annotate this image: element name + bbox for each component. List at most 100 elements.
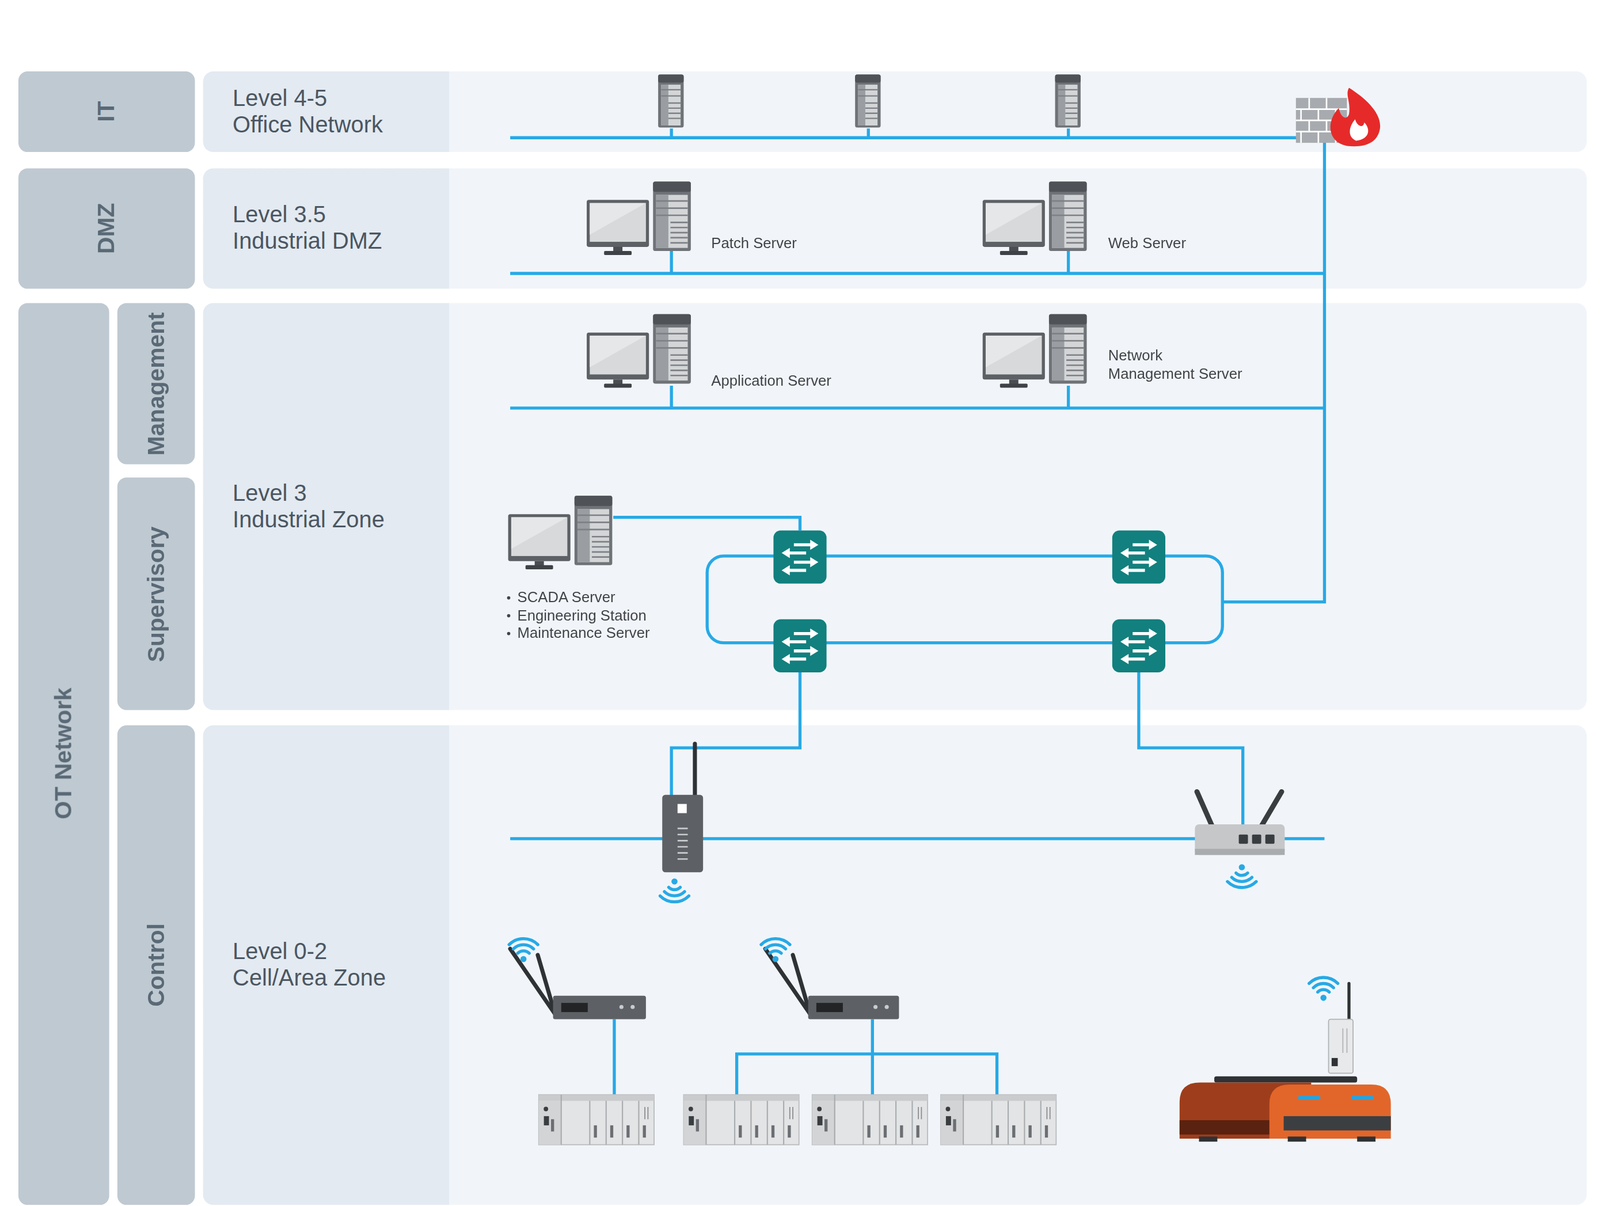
- zone-title: Control: [142, 923, 170, 1007]
- server-workstation: [586, 181, 691, 256]
- device-label: Application Server: [711, 372, 832, 391]
- bridge-led: [619, 1005, 624, 1010]
- device-label: Engineering Station: [517, 606, 647, 625]
- client-bridge: [765, 948, 899, 1020]
- wifi-symbol: [761, 939, 790, 963]
- zone-tab: Control: [117, 725, 196, 1206]
- access-point: [662, 741, 703, 873]
- level-title: Level 0-2 Cell/Area Zone: [232, 939, 390, 993]
- ap-vents: [677, 828, 689, 860]
- device-label: Maintenance Server: [517, 624, 651, 643]
- server-workstation: [982, 314, 1088, 389]
- device-label: SCADA Server: [517, 588, 616, 607]
- network-wires: [510, 128, 1325, 1097]
- device-label: Patch Server: [711, 234, 797, 253]
- office-bus: [510, 128, 1325, 138]
- ap-body: [662, 795, 703, 873]
- router-port: [1252, 834, 1262, 845]
- level-title: Level 4-5 Office Network: [232, 85, 390, 139]
- antenna: [1196, 791, 1282, 827]
- wifi-symbol: [1309, 977, 1339, 1002]
- agv-radio-port: [1331, 1058, 1339, 1067]
- agv-radio: [1328, 1019, 1354, 1074]
- network-switch: [1112, 619, 1166, 673]
- plc-link: [736, 1019, 998, 1098]
- zone-title: DMZ: [92, 203, 121, 254]
- wireless-router: [1194, 791, 1285, 855]
- bridge-slot: [816, 1002, 843, 1013]
- agv-robot: [1179, 983, 1392, 1143]
- uplink-line: [671, 672, 800, 796]
- agv-light: [1297, 1095, 1321, 1100]
- antenna: [510, 948, 556, 1014]
- firewall-flame: [1330, 87, 1381, 147]
- network-switch: [1112, 530, 1166, 584]
- client-bridge: [510, 948, 646, 1020]
- agv-body: [1269, 1084, 1392, 1139]
- plc-link: [612, 1019, 616, 1098]
- agv-light: [1351, 1095, 1374, 1100]
- zone-tab: OT Network: [18, 302, 110, 1206]
- server-tower: [658, 74, 684, 128]
- level-band: Level 3 Industrial Zone: [203, 302, 1587, 710]
- server-workstation: [508, 495, 613, 570]
- plc-rack: [683, 1095, 799, 1146]
- server-workstation: [586, 314, 691, 389]
- level-title: Level 3 Industrial Zone: [232, 480, 390, 534]
- bullet-dot: [507, 596, 511, 600]
- antenna: [1347, 983, 1351, 1022]
- agv-stripe: [1179, 1120, 1282, 1135]
- zone-tab: Supervisory: [117, 477, 196, 710]
- ap-led: [677, 804, 687, 814]
- bridge-body: [553, 996, 646, 1020]
- agv-wheel: [1357, 1136, 1376, 1142]
- zone-tab: DMZ: [18, 168, 196, 289]
- zone-title: Supervisory: [142, 526, 170, 663]
- zone-tab: Management: [117, 302, 196, 465]
- network-switch: [773, 619, 827, 673]
- server-tower: [1055, 74, 1081, 128]
- device-label: Web Server: [1108, 234, 1187, 253]
- antenna: [765, 948, 811, 1014]
- agv-stripe: [1283, 1116, 1392, 1131]
- plc-rack: [812, 1095, 928, 1146]
- bridge-led: [884, 1005, 889, 1010]
- server-workstation: [982, 181, 1088, 256]
- zone-title: OT Network: [50, 688, 78, 820]
- agv-wheel: [1287, 1136, 1307, 1142]
- wifi-symbol: [508, 939, 538, 963]
- bridge-body: [808, 996, 900, 1020]
- router-base: [1194, 849, 1285, 856]
- device-label: Network Management Server: [1108, 347, 1248, 383]
- management-bus: [510, 385, 1325, 409]
- router-port: [1265, 834, 1275, 845]
- server-tower: [854, 74, 881, 128]
- firewall-flame: [1350, 119, 1369, 141]
- bridge-slot: [561, 1002, 588, 1013]
- scada-link: [613, 517, 800, 531]
- firewall-icon: [1296, 87, 1381, 147]
- bridge-led: [873, 1005, 878, 1010]
- router-body: [1194, 824, 1285, 855]
- network-switch: [773, 530, 827, 584]
- plc-rack: [538, 1095, 655, 1146]
- agv-wheel: [1198, 1136, 1218, 1142]
- zone-tab: IT: [18, 71, 196, 152]
- wifi-symbol: [660, 878, 690, 903]
- uplink-line: [1138, 672, 1244, 825]
- zone-title: IT: [92, 101, 121, 123]
- plc-rack: [940, 1095, 1056, 1146]
- router-port: [1239, 834, 1249, 845]
- bridge-led: [630, 1005, 635, 1010]
- agv-radio-vents: [1342, 1028, 1347, 1054]
- agv-top: [1214, 1076, 1358, 1083]
- wifi-symbol: [1227, 864, 1257, 888]
- level-band: Level 3.5 Industrial DMZ: [203, 168, 1587, 289]
- level-title: Level 3.5 Industrial DMZ: [232, 202, 390, 256]
- zone-title: Management: [142, 312, 170, 456]
- bullet-dot: [507, 632, 511, 636]
